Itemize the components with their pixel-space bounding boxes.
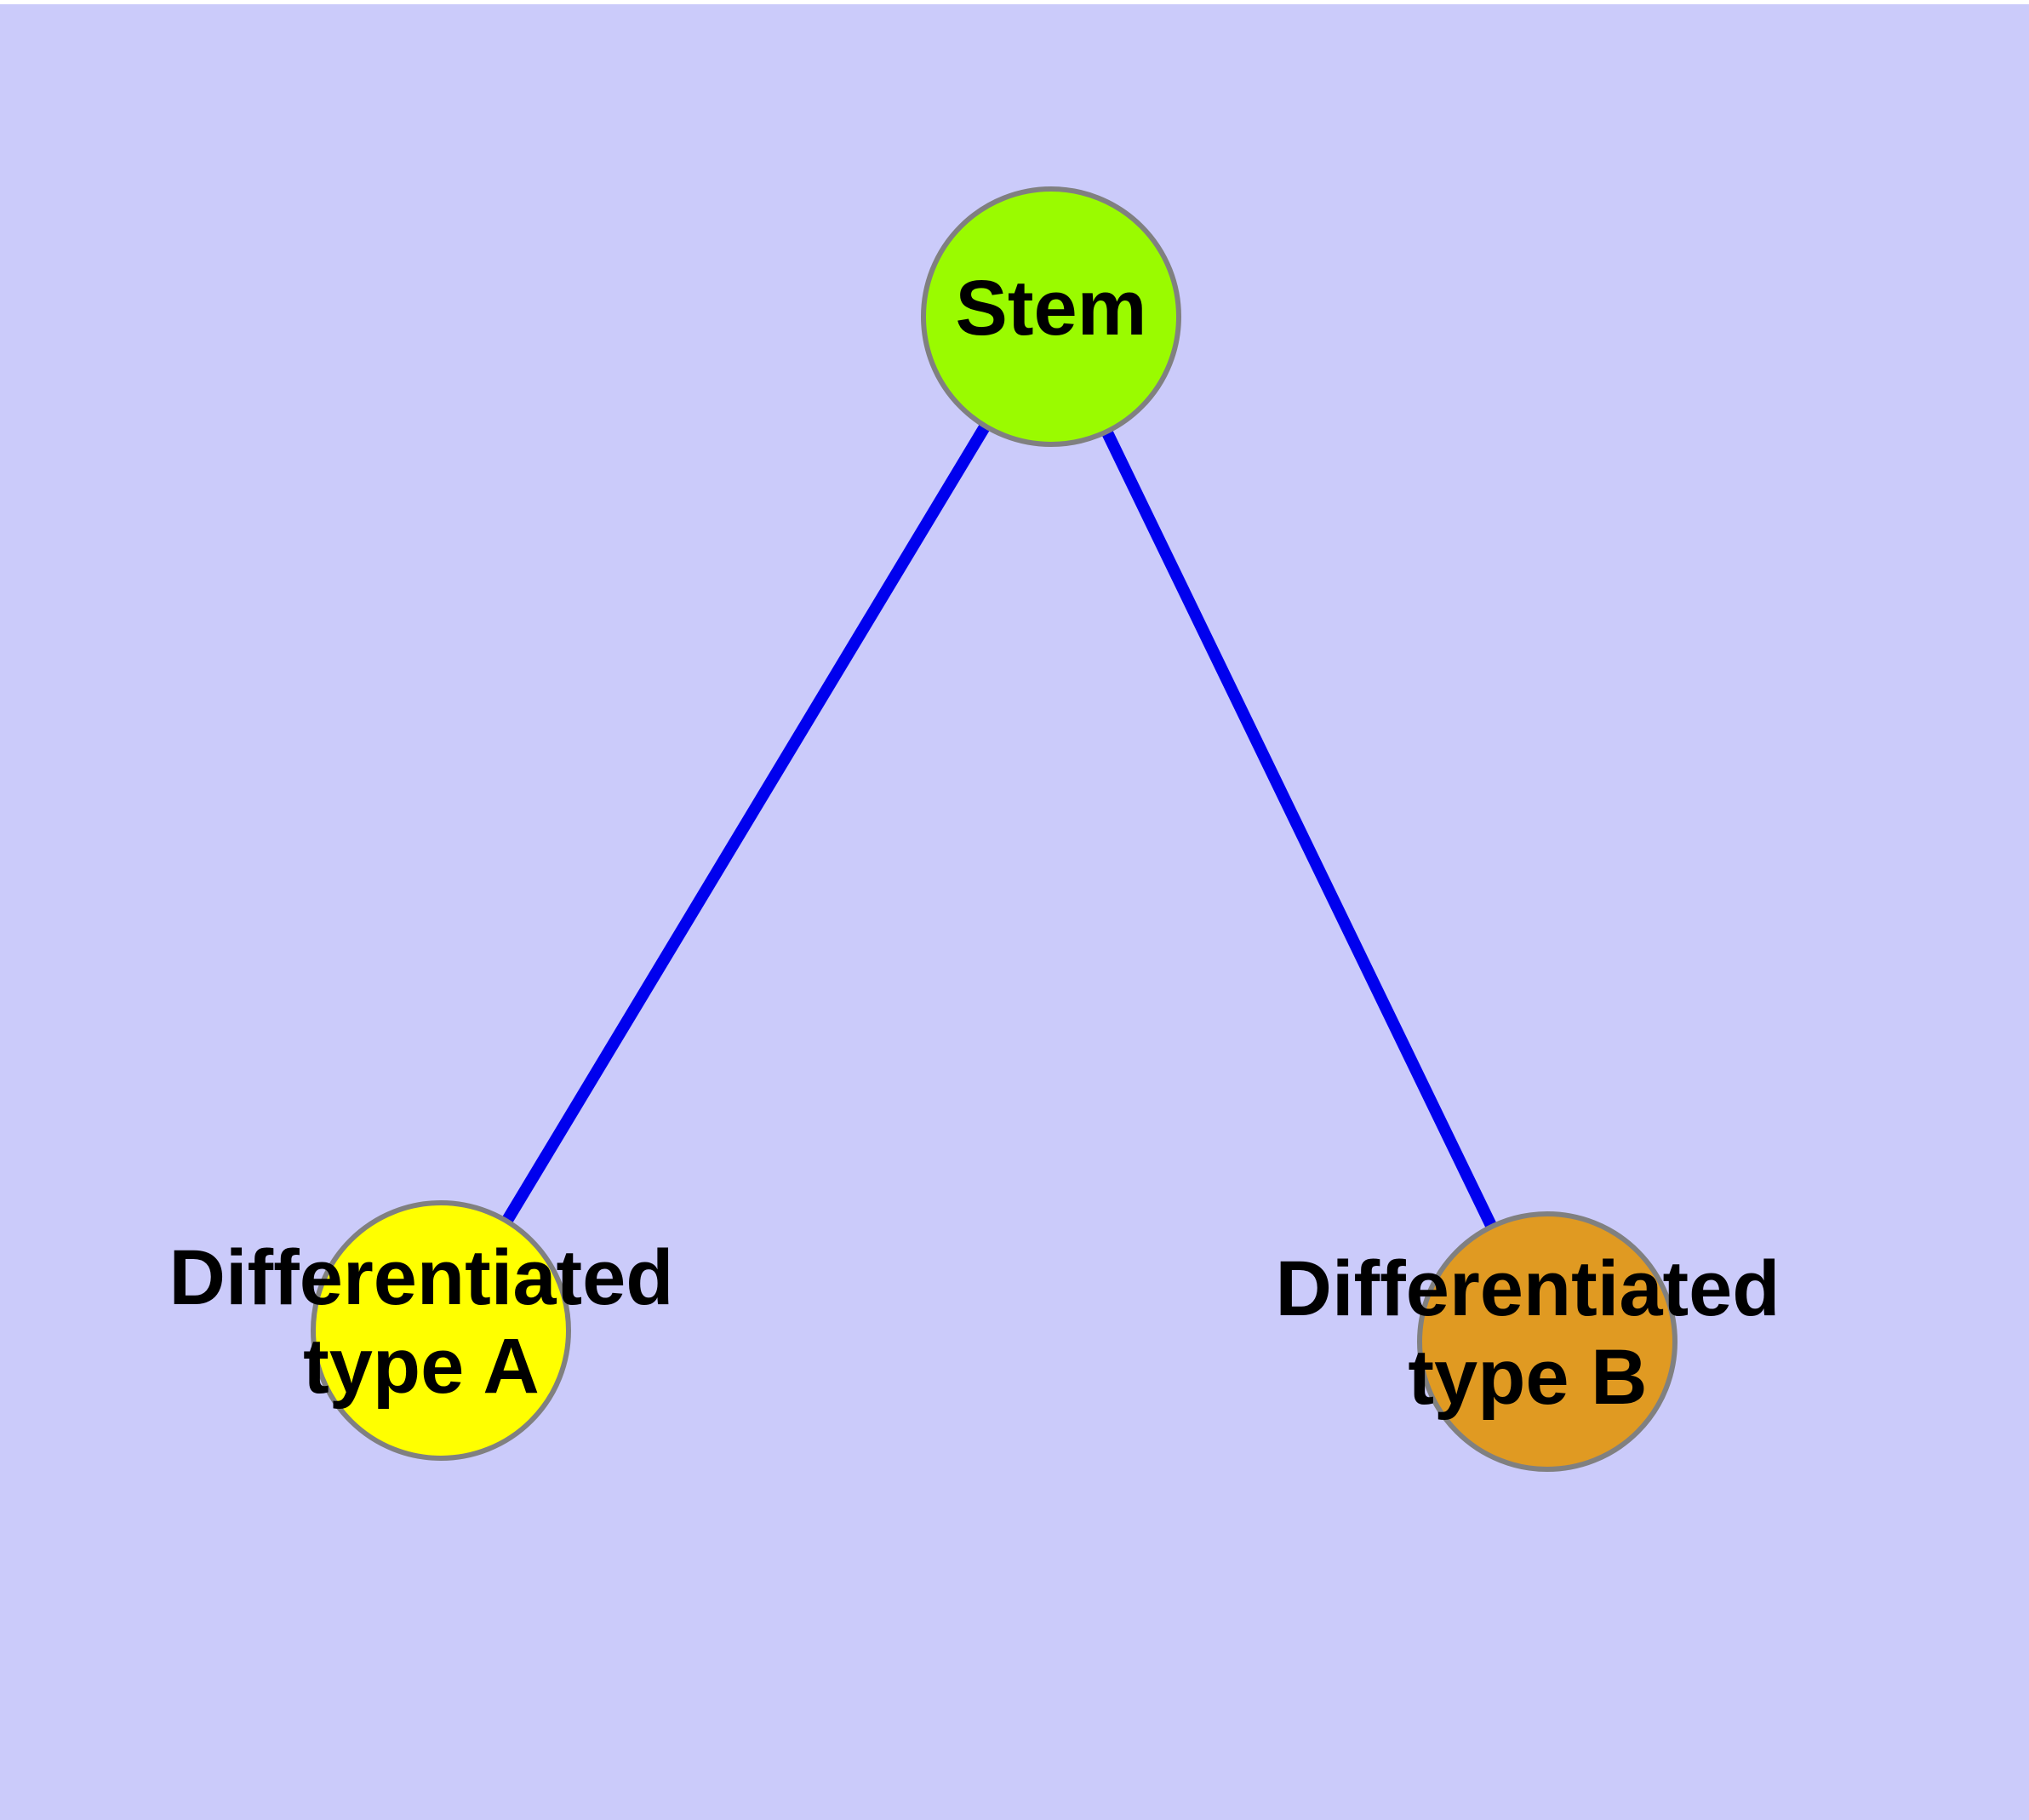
graph-edge (502, 424, 990, 1223)
graph-edge (1101, 430, 1497, 1228)
nodes-layer (311, 186, 1677, 1472)
graph-node-diff_b[interactable] (1417, 1211, 1677, 1472)
graph-node-diff_a[interactable] (311, 1200, 571, 1461)
graph-node-stem[interactable] (921, 186, 1181, 447)
top-edge-strip (0, 0, 2029, 4)
edges-layer (502, 424, 1497, 1228)
